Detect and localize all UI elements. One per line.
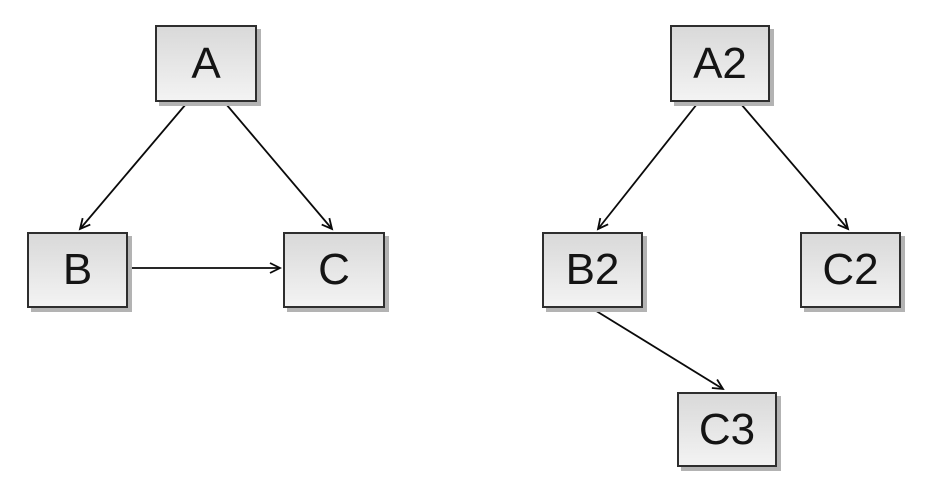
node-C2[interactable]: C2 (800, 232, 901, 308)
node-C-label: C (318, 245, 350, 294)
node-C[interactable]: C (283, 232, 385, 308)
node-A[interactable]: A (155, 25, 257, 102)
node-A2-label: A2 (693, 38, 747, 88)
node-A2[interactable]: A2 (670, 25, 770, 102)
node-C3[interactable]: C3 (677, 392, 777, 467)
node-B[interactable]: B (27, 232, 128, 308)
node-B2[interactable]: B2 (542, 232, 643, 308)
edge-A2-B2 (598, 103, 698, 229)
node-B2-label: B2 (565, 245, 620, 294)
node-B-label: B (62, 245, 93, 294)
edge-A-C (225, 103, 332, 229)
edge-A2-C2 (740, 103, 848, 229)
edge-A-B (80, 103, 187, 229)
node-C3-label: C3 (698, 404, 756, 454)
edge-B2-C3 (592, 308, 723, 389)
node-C2-label: C2 (822, 245, 879, 294)
node-A-label: A (191, 38, 221, 88)
